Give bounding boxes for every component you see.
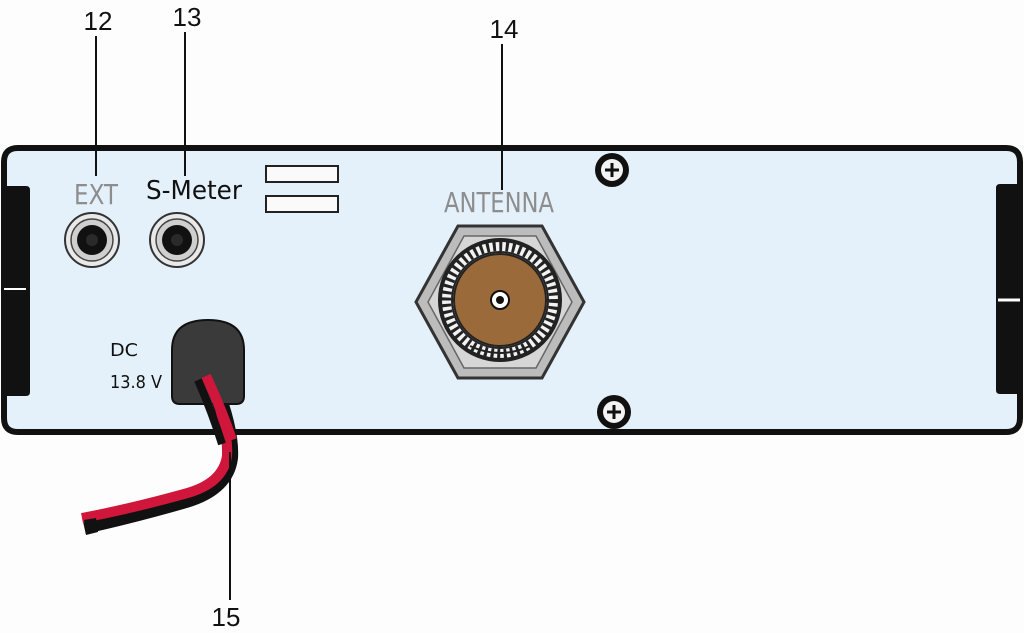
callout-12: 12 [84, 6, 113, 176]
callout-13: 13 [173, 2, 202, 176]
s-meter-label: S-Meter [146, 176, 242, 206]
callout-13-number: 13 [173, 2, 202, 32]
vent-slots [265, 165, 339, 213]
screw-icon [597, 395, 631, 429]
callout-14: 14 [490, 14, 519, 190]
callout-12-number: 12 [84, 6, 113, 36]
callout-14-number: 14 [490, 14, 519, 44]
ext-jack: EXT [64, 178, 120, 268]
power-cable-icon [81, 318, 245, 535]
dc-label-line2: 13.8 V [110, 372, 162, 393]
antenna-connector: ANTENNA [414, 186, 586, 380]
s-meter-jack: S-Meter [146, 176, 242, 268]
antenna-label: ANTENNA [444, 186, 555, 219]
right-handle [996, 184, 1020, 394]
antenna-connector-icon [414, 224, 586, 380]
dc-power-input: DC 13.8 V [81, 318, 245, 535]
ext-label: EXT [74, 178, 119, 211]
dc-label-line1: DC [110, 340, 138, 361]
screw-icon [595, 153, 629, 187]
left-handle [4, 186, 30, 396]
jack-icon [149, 212, 205, 268]
jack-icon [64, 212, 120, 268]
callout-15-number: 15 [212, 602, 241, 632]
callout-15: 15 [212, 452, 241, 632]
